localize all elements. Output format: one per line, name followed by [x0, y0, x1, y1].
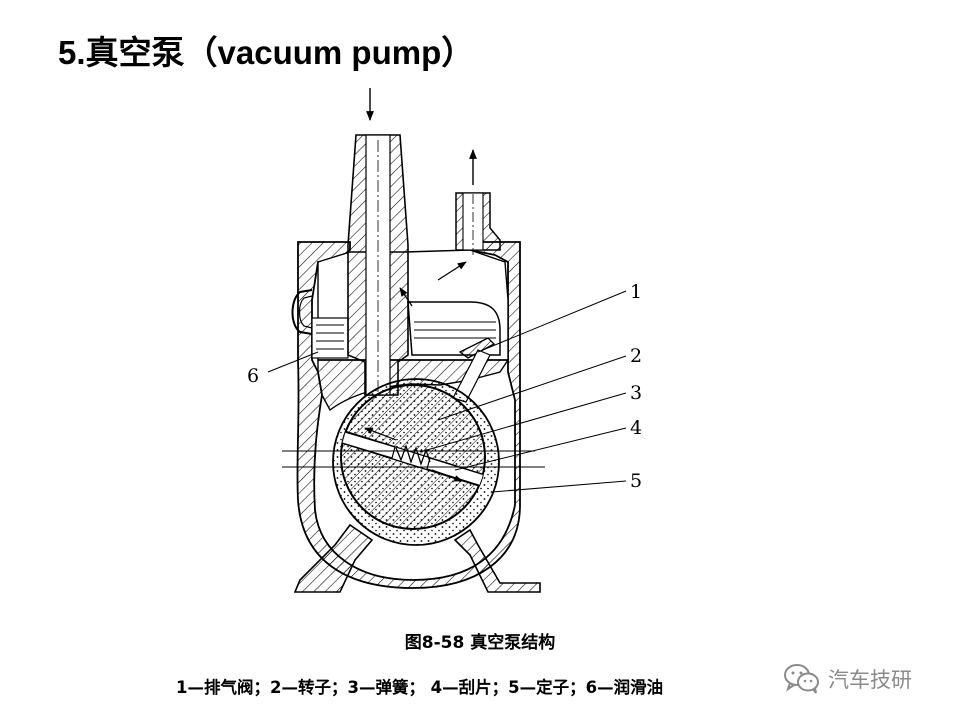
watermark-text: 汽车技研 [828, 668, 912, 692]
callout-6: 6 [247, 365, 259, 387]
oil-sight-glass [291, 289, 313, 335]
leader-6 [267, 351, 319, 373]
vane-assembly [341, 427, 485, 491]
spring [395, 443, 431, 467]
oil-chamber-right [407, 301, 501, 356]
leader-1 [477, 290, 627, 353]
leader-3 [419, 392, 627, 453]
callout-4: 4 [630, 417, 642, 439]
callout-5: 5 [630, 470, 642, 492]
figure-legend: 1—排气阀；2—转子；3—弹簧； 4—刮片；5—定子；6—润滑油 [176, 678, 664, 697]
watermark: 汽车技研 [782, 662, 912, 696]
slide-title: 5.真空泵（vacuum pump） [58, 34, 475, 71]
leader-4 [454, 427, 627, 471]
figure-caption: 图8-58 真空泵结构 [404, 633, 556, 653]
exhaust-valve [458, 337, 496, 359]
wechat-icon [784, 664, 819, 694]
callout-1: 1 [630, 281, 642, 303]
leader-2 [437, 355, 627, 421]
leader-5 [491, 480, 627, 493]
callout-3: 3 [630, 382, 642, 404]
callout-2: 2 [630, 345, 642, 367]
